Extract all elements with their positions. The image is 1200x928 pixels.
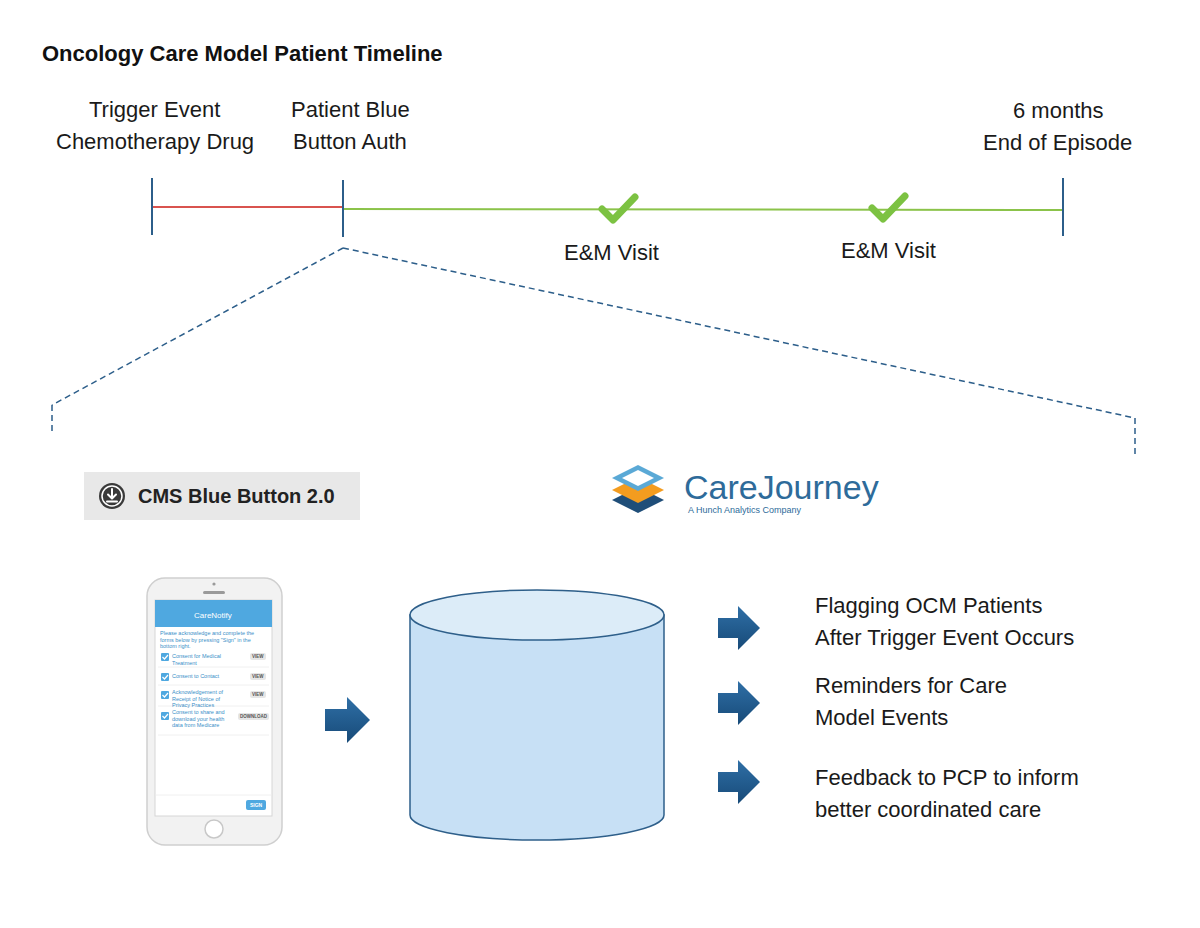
form-item: Consent to share and download your healt… [172,709,234,729]
outcome-text: Feedback to PCP to inform [815,765,1079,791]
block-arrow [718,606,760,650]
timeline-label: End of Episode [983,130,1132,156]
view-button: VIEW [250,673,266,680]
sign-button: SIGN [246,800,266,810]
timeline-red-segment [152,206,343,208]
block-arrow [325,697,370,743]
milestone-label: E&M Visit [564,240,659,266]
timeline-label: Patient Blue [291,97,410,123]
phone-illustration [147,578,282,845]
timeline-label: Chemotherapy Drug [56,129,254,155]
database-cylinder [410,590,664,840]
timeline-label: Button Auth [293,129,407,155]
download-icon [98,482,126,510]
badge-text: CMS Blue Button 2.0 [138,484,350,508]
form-item: Consent for Medical Treatment [172,653,242,666]
outcome-text: Reminders for Care [815,673,1007,699]
timeline-label: 6 months [1013,98,1104,124]
outcome-text: better coordinated care [815,797,1041,823]
logo-tagline: A Hunch Analytics Company [688,505,801,516]
logo-wordmark: CareJourney [684,467,879,508]
checkmark [872,196,905,219]
outcome-text: Flagging OCM Patients [815,593,1042,619]
view-button: VIEW [250,653,266,660]
timeline-tick [151,178,153,235]
block-arrow [718,760,760,804]
zoom-dashes [52,248,1135,456]
download-button: DOWNLOAD [238,713,269,720]
timeline-label: Trigger Event [89,97,220,123]
diagram-title: Oncology Care Model Patient Timeline [42,41,443,67]
app-instructions: Please acknowledge and complete the form… [160,630,268,650]
checkmark [602,197,635,220]
view-button: VIEW [250,691,266,698]
timeline-green-segment [343,209,1063,210]
blue-button-badge: CMS Blue Button 2.0 [84,472,360,520]
outcome-text: Model Events [815,705,948,731]
form-item: Acknowledgement of Receipt of Notice of … [172,689,236,709]
timeline-tick [1062,178,1064,236]
outcome-text: After Trigger Event Occurs [815,625,1074,651]
block-arrow [718,681,760,725]
milestone-label: E&M Visit [841,238,936,264]
timeline-tick [342,180,344,237]
carejourney-logo-mark [612,465,664,513]
form-item: Consent to Contact [172,673,242,680]
app-header: CareNotify [194,611,232,621]
